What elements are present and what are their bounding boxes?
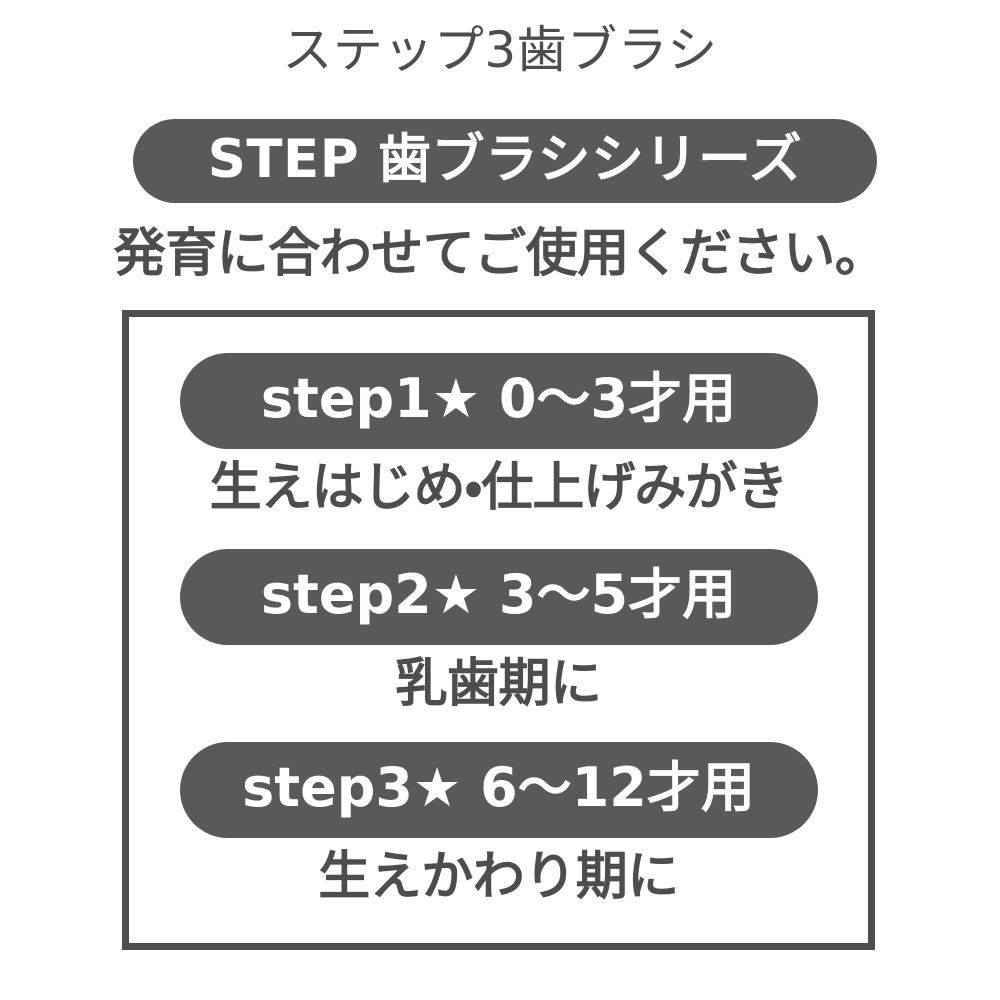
step-pill-3: step3★ 6〜12才用 (179, 742, 818, 838)
step-pill-label-1: step1★ 0〜3才用 (260, 367, 737, 430)
step-pill-2: step2★ 3〜5才用 (179, 549, 818, 645)
step-item-3: step3★ 6〜12才用 生えかわり期に (129, 742, 868, 908)
usage-note: 発育に合わせてご使用ください。 (113, 224, 887, 284)
step-description-1: 生えはじめ・仕上げみがき (209, 458, 789, 518)
steps-box: step1★ 0〜3才用 生えはじめ・仕上げみがき step2★ 3〜5才用 乳… (122, 310, 875, 950)
step-description-2: 乳歯期に (395, 654, 602, 714)
step-pill-label-3: step3★ 6〜12才用 (242, 756, 755, 819)
page-title: ステップ3歯ブラシ (282, 21, 718, 79)
step-item-1: step1★ 0〜3才用 生えはじめ・仕上げみがき (129, 353, 868, 519)
step-pill-1: step1★ 0〜3才用 (179, 353, 818, 449)
series-banner: STEP 歯ブラシシリーズ (133, 119, 877, 203)
series-banner-label: STEP 歯ブラシシリーズ (207, 129, 803, 190)
step-item-2: step2★ 3〜5才用 乳歯期に (129, 549, 868, 715)
step-pill-label-2: step2★ 3〜5才用 (260, 563, 737, 626)
steps-list: step1★ 0〜3才用 生えはじめ・仕上げみがき step2★ 3〜5才用 乳… (129, 317, 868, 943)
step-description-3: 生えかわり期に (318, 847, 679, 907)
